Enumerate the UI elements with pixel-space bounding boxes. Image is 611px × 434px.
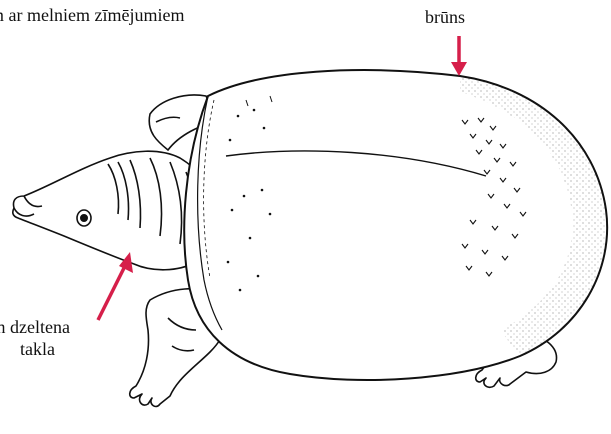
annotation-neck-color: s un dzeltena takla <box>0 316 70 360</box>
turtle-shell <box>184 70 607 380</box>
arrow-shell-color <box>451 36 467 76</box>
arrow-neck-color <box>98 252 133 320</box>
annotation-top: m ar melniem zīmējumiem <box>0 4 184 26</box>
annotation-shell-color: brūns <box>425 6 465 28</box>
annotation-neck-line1: s un dzeltena <box>0 316 70 338</box>
annotation-neck-line2: takla <box>0 338 70 360</box>
